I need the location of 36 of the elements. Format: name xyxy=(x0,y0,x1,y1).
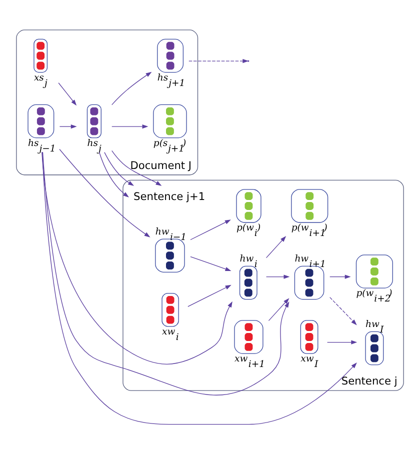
arrow xyxy=(42,152,357,425)
node-bar xyxy=(28,104,54,138)
arrow xyxy=(190,256,232,271)
node-bar xyxy=(157,38,184,73)
node-bar xyxy=(300,320,318,354)
arrow xyxy=(59,124,77,129)
arrow xyxy=(42,152,232,364)
node-bar xyxy=(153,104,187,138)
node-bar xyxy=(239,266,258,300)
arrow xyxy=(112,124,148,129)
arrow xyxy=(112,72,152,106)
arrow xyxy=(266,236,286,258)
node-bar xyxy=(34,38,48,73)
node-bar xyxy=(356,254,393,288)
node-bar xyxy=(162,293,179,327)
node-bar xyxy=(155,238,185,272)
node-bar xyxy=(291,189,328,223)
node-text: Sentence j+1 xyxy=(134,190,206,203)
arrow xyxy=(104,152,134,186)
arrow xyxy=(42,152,290,396)
node-bar xyxy=(365,331,384,366)
arrow xyxy=(266,274,290,279)
arrow xyxy=(58,82,77,106)
arrow xyxy=(190,220,231,240)
arrow xyxy=(330,297,357,326)
node-bar xyxy=(234,320,264,354)
arrow xyxy=(59,148,150,238)
arrow xyxy=(330,274,351,279)
arrow xyxy=(188,284,232,307)
node-bar xyxy=(86,104,102,138)
node-bar xyxy=(294,266,324,300)
arrow xyxy=(98,152,129,198)
arrow xyxy=(326,340,358,344)
arrow xyxy=(268,298,290,321)
node-bar xyxy=(236,189,262,223)
arrow xyxy=(112,150,162,186)
